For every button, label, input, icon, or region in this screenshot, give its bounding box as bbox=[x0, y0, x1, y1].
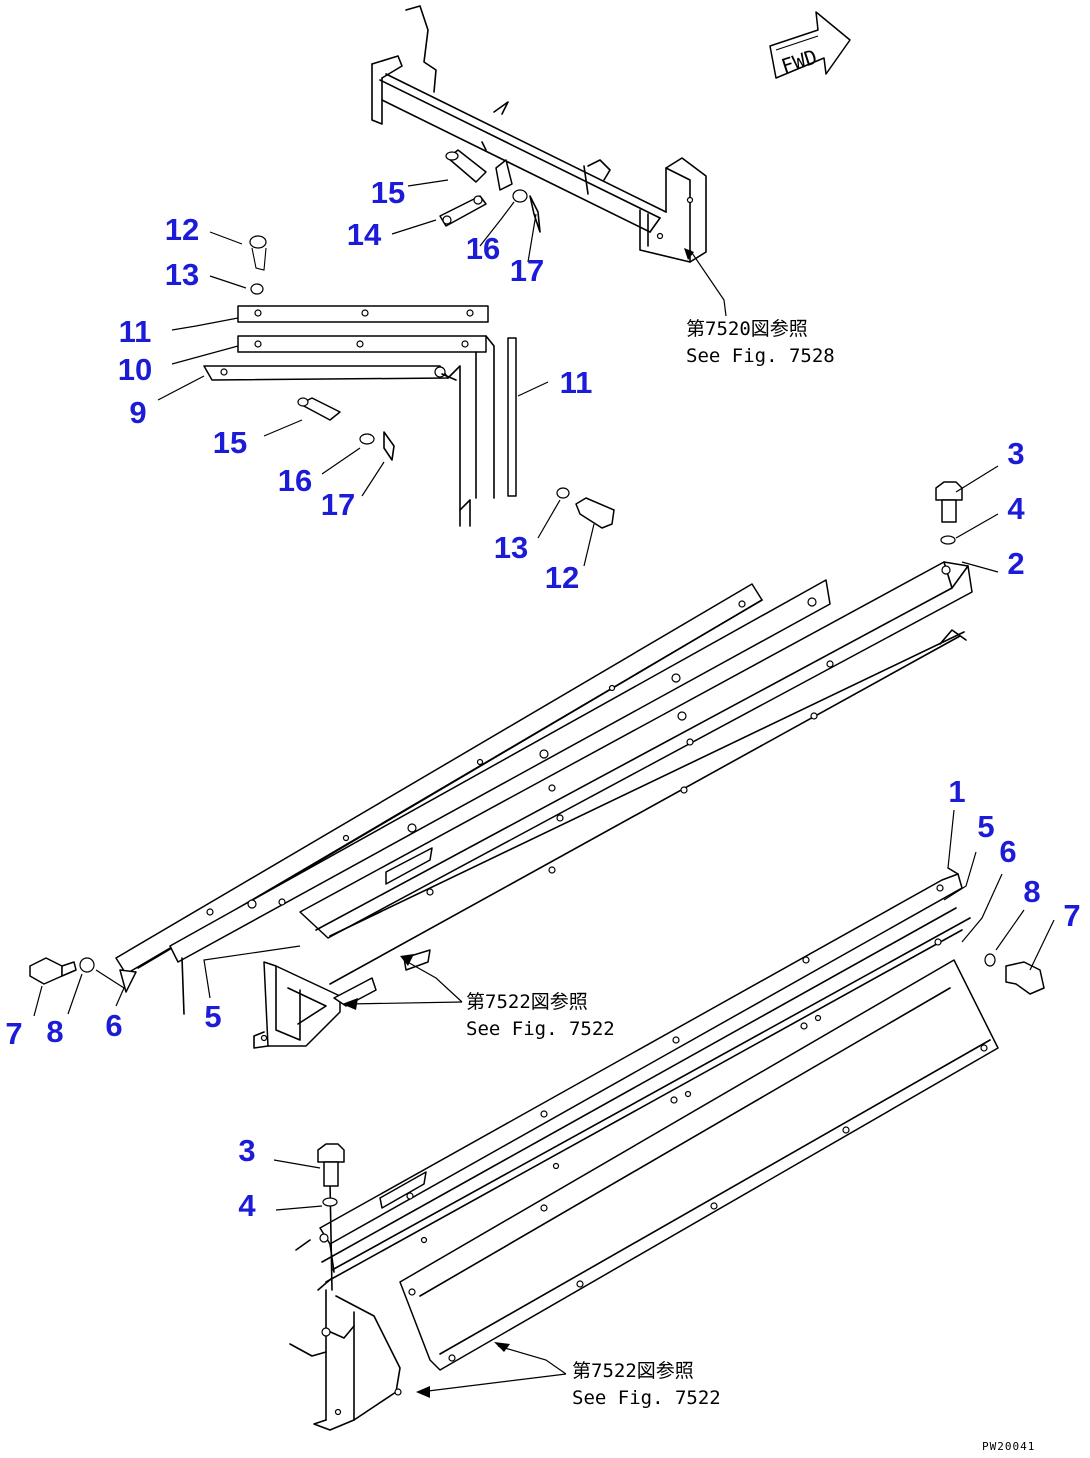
figure-code: PW20041 bbox=[982, 1440, 1035, 1453]
callout-c8a: 8 bbox=[1023, 874, 1040, 909]
callout-c4a: 4 bbox=[1007, 491, 1025, 526]
reference-jp-r3: 第7522図参照 bbox=[572, 1360, 694, 1382]
lower-rail-assembly bbox=[295, 867, 999, 1371]
forward-arrow-icon: FWD bbox=[769, 11, 851, 79]
callout-c13a: 13 bbox=[165, 257, 199, 292]
leader-arrowheads bbox=[342, 248, 694, 1398]
callout-c17b: 17 bbox=[321, 487, 355, 522]
callout-c3a: 3 bbox=[1007, 436, 1024, 471]
callout-c16b: 16 bbox=[278, 463, 312, 498]
callout-c3b: 3 bbox=[238, 1133, 255, 1168]
bolt-left bbox=[29, 957, 95, 985]
callout-c4b: 4 bbox=[238, 1188, 256, 1223]
callout-c6b: 6 bbox=[105, 1008, 122, 1043]
bolt-right bbox=[984, 953, 1045, 995]
callout-c16a: 16 bbox=[466, 231, 500, 266]
callout-c5a: 5 bbox=[977, 809, 994, 844]
callout-c8b: 8 bbox=[46, 1014, 63, 1049]
figure-references: 第7520図参照 See Fig. 7528 第7522図参照 See Fig. 75… bbox=[466, 318, 835, 1409]
callout-c14: 14 bbox=[347, 217, 382, 252]
callout-c7a: 7 bbox=[1063, 898, 1080, 933]
reference-jp-r2: 第7522図参照 bbox=[466, 991, 588, 1013]
callout-c6a: 6 bbox=[999, 834, 1016, 869]
callout-c17a: 17 bbox=[510, 253, 544, 288]
callout-c15a: 15 bbox=[371, 175, 405, 210]
upper-cross-frame bbox=[371, 5, 707, 263]
middle-support-bracket bbox=[253, 949, 431, 1049]
upper-long-rails bbox=[115, 561, 973, 1015]
reference-jp-r1: 第7520図参照 bbox=[686, 318, 808, 340]
callout-c13b: 13 bbox=[494, 530, 528, 565]
callout-c7b: 7 bbox=[5, 1016, 22, 1051]
callout-c5b: 5 bbox=[204, 999, 221, 1034]
leader-lines bbox=[33, 179, 1055, 1393]
callout-c2: 2 bbox=[1007, 546, 1024, 581]
callout-c10: 10 bbox=[118, 352, 152, 387]
callout-c1: 1 bbox=[948, 774, 965, 809]
callout-c12a: 12 bbox=[165, 212, 199, 247]
callout-c11a: 11 bbox=[119, 314, 152, 349]
upper-pin-link-group bbox=[439, 149, 541, 233]
reference-en-r1: See Fig. 7528 bbox=[686, 345, 835, 367]
bolt-lower-left bbox=[317, 1143, 345, 1207]
callout-c11b: 11 bbox=[560, 365, 593, 400]
bolt-upper-right bbox=[935, 481, 963, 545]
callout-c9: 9 bbox=[129, 395, 146, 430]
reference-en-r2: See Fig. 7522 bbox=[466, 1018, 615, 1040]
upper-bracket-assembly bbox=[203, 235, 615, 529]
callout-c12b: 12 bbox=[545, 560, 579, 595]
callout-c15b: 15 bbox=[213, 425, 247, 460]
reference-en-r3: See Fig. 7522 bbox=[572, 1387, 721, 1409]
